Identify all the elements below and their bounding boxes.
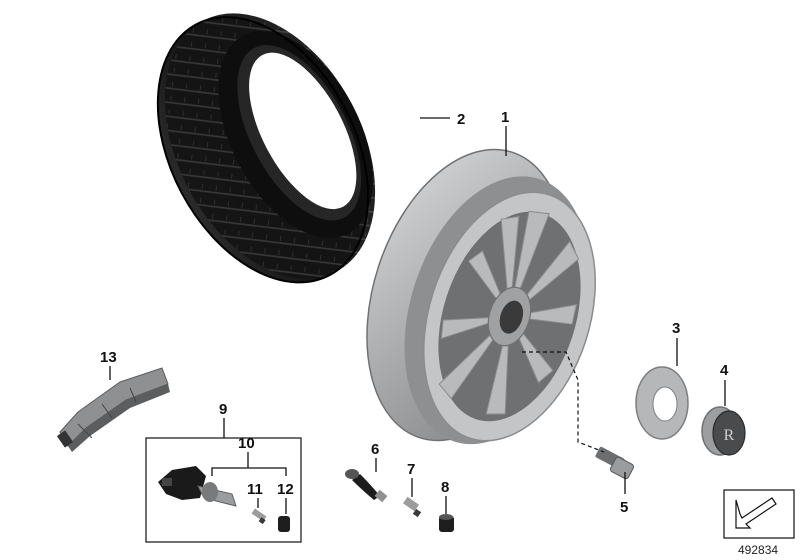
callout-13: 13 (100, 349, 117, 366)
callout-10: 10 (238, 435, 255, 452)
hub-cap-logo: R (701, 406, 746, 456)
valve-insert (402, 496, 422, 518)
callout-3: 3 (672, 320, 680, 337)
reference-number: 492834 (738, 543, 778, 557)
callout-labels: 1 2 3 4 5 6 7 8 9 10 11 12 13 (100, 109, 729, 516)
light-alloy-rim (366, 148, 596, 445)
wheel-bolt (595, 446, 635, 480)
balance-weights (56, 367, 170, 452)
svg-text:R: R (724, 427, 735, 444)
callout-11: 11 (247, 481, 263, 498)
callout-8: 8 (441, 479, 449, 496)
leader-lines (109, 117, 726, 514)
callout-9: 9 (219, 401, 227, 418)
tpms-sensor-kit (145, 437, 302, 543)
callout-6: 6 (371, 441, 379, 458)
tyre (156, 13, 376, 284)
arrow-icon (735, 497, 777, 529)
callout-4: 4 (720, 362, 729, 379)
valve (345, 469, 388, 503)
reference-box: 492834 (723, 489, 795, 557)
valve-cap (439, 514, 454, 532)
callout-2: 2 (457, 111, 465, 128)
callout-1: 1 (501, 109, 509, 126)
callout-7: 7 (407, 461, 415, 478)
callout-12: 12 (277, 481, 294, 498)
callout-5: 5 (620, 499, 628, 516)
centering-ring (635, 366, 689, 440)
